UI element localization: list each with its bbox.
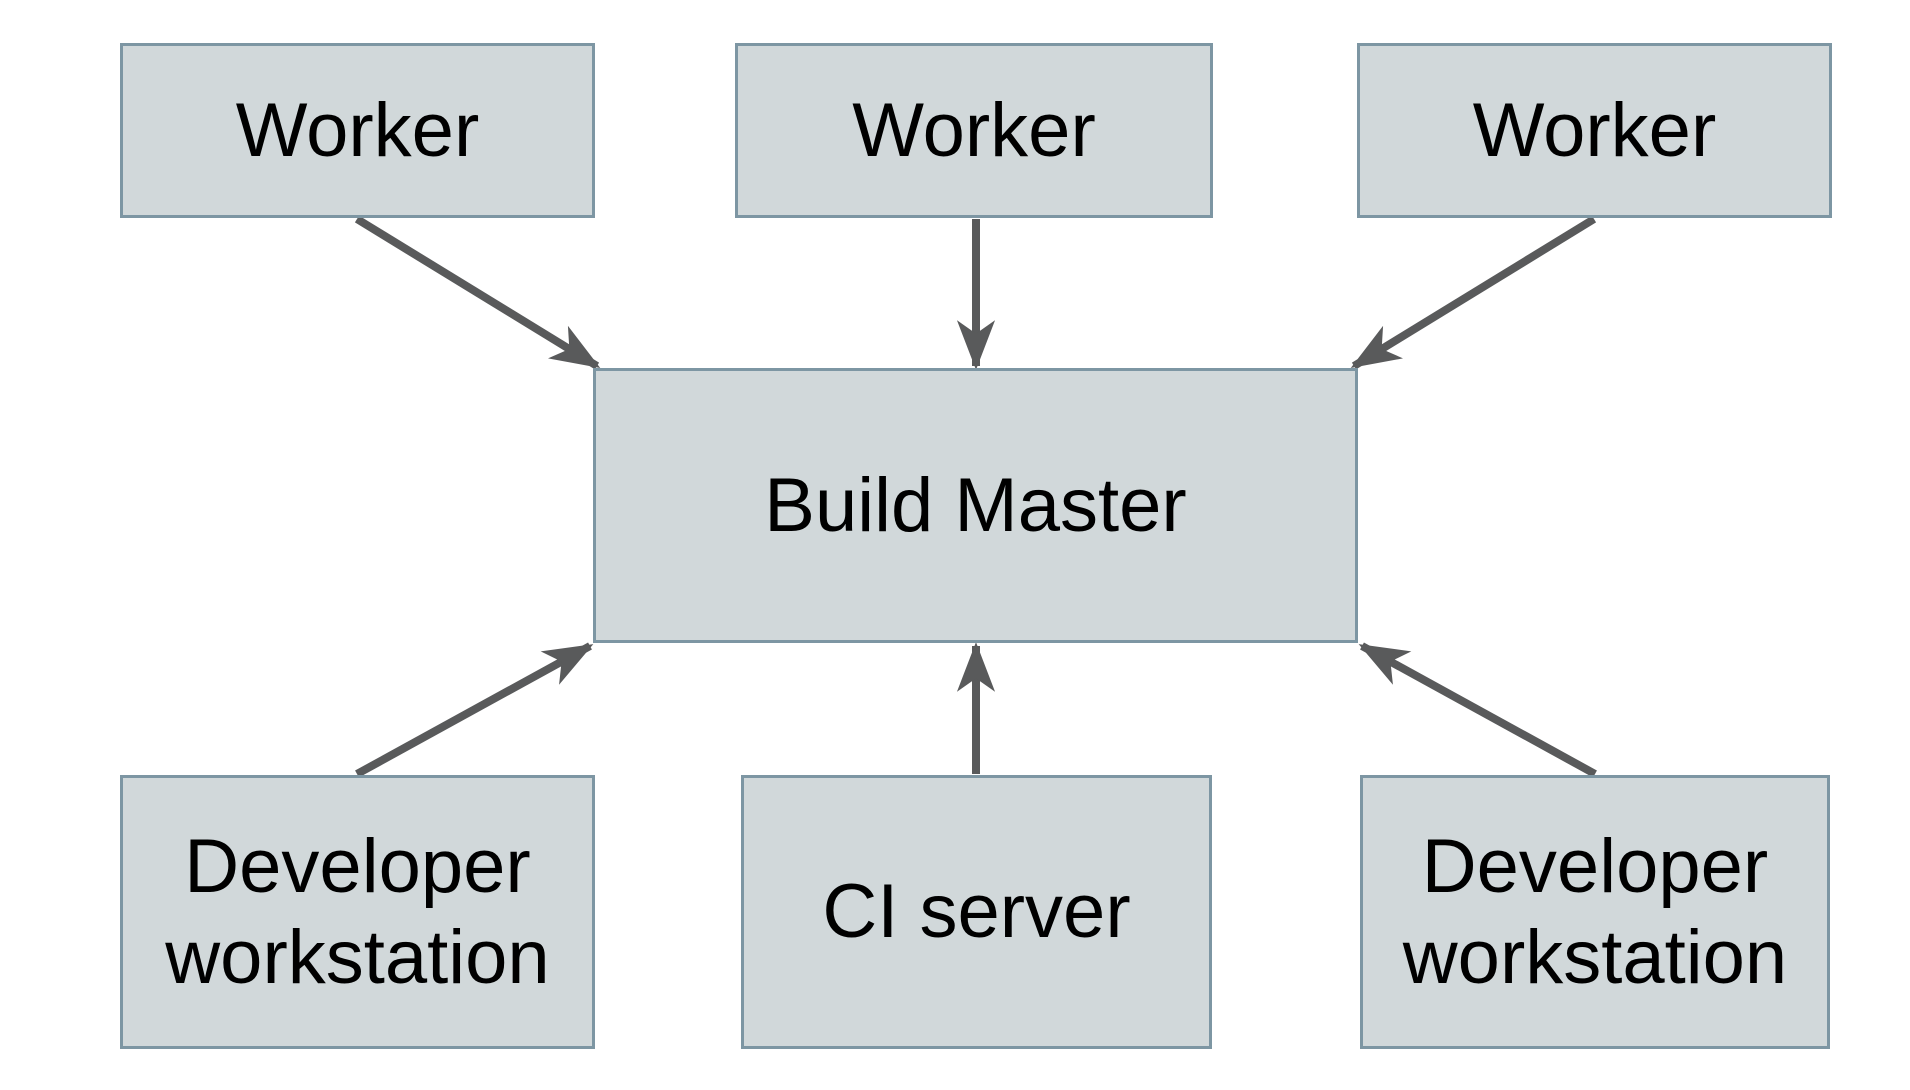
arrow-devleft-to-buildmaster [355, 642, 594, 778]
node-worker-1-label: Worker [235, 87, 480, 173]
arrow-worker1-to-buildmaster [354, 215, 601, 370]
node-developer-workstation-right-label: Developer workstation [1402, 823, 1788, 1000]
node-developer-workstation-right: Developer workstation [1360, 775, 1830, 1049]
node-developer-workstation-left-label: Developer workstation [165, 823, 550, 1000]
arrow-devright-to-buildmaster [1358, 642, 1597, 778]
node-build-master-label: Build Master [764, 462, 1187, 548]
node-worker-1: Worker [120, 43, 595, 218]
node-developer-workstation-left: Developer workstation [120, 775, 595, 1049]
node-ci-server: CI server [741, 775, 1212, 1049]
node-build-master: Build Master [593, 368, 1358, 643]
node-worker-3-label: Worker [1472, 87, 1717, 173]
node-worker-2: Worker [735, 43, 1213, 218]
arrow-worker3-to-buildmaster [1350, 215, 1597, 370]
node-worker-2-label: Worker [852, 87, 1096, 173]
node-worker-3: Worker [1357, 43, 1832, 218]
node-ci-server-label: CI server [822, 869, 1131, 955]
